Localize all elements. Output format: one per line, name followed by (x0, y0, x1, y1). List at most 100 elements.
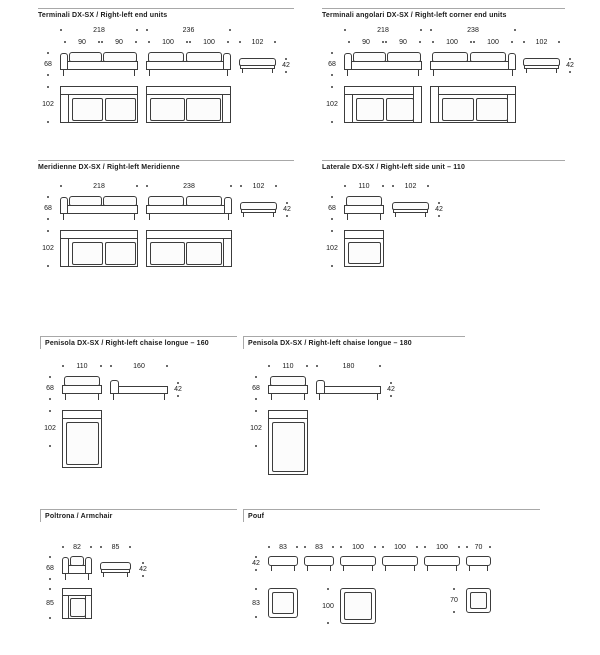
meridienne-front-view (146, 196, 232, 220)
seat-base (146, 205, 232, 214)
chaise-plan-view (62, 410, 102, 468)
dim-plan-depth: 102 (326, 230, 338, 267)
dim-overall-width-b: 238 (146, 182, 232, 190)
armrest-strip (61, 239, 69, 266)
side-unit-front-view (344, 196, 384, 220)
seat-base (393, 209, 428, 213)
section-rule (38, 160, 294, 161)
armrest (508, 53, 516, 70)
seat-cushion-plan (442, 98, 474, 121)
section-rule (243, 509, 540, 510)
seat-cushion-plan (386, 98, 414, 121)
seat-cushion-plan (272, 422, 305, 472)
section-tick (40, 336, 41, 349)
backrest (316, 380, 325, 394)
corner-backrest-strip (431, 87, 439, 122)
dim-depth: 102 (392, 182, 429, 190)
dim-seat-width: 100 (432, 38, 472, 46)
chaise-front-view (268, 376, 308, 400)
seat-base (241, 209, 276, 213)
meridienne-plan-view (60, 230, 138, 267)
seat-side-view (523, 58, 560, 73)
back-cushion (103, 52, 137, 62)
dim-height: 68 (44, 376, 56, 400)
leg (134, 70, 135, 76)
armrest-strip (223, 239, 231, 266)
leg (149, 70, 150, 76)
leg (127, 573, 128, 577)
back-cushion (470, 52, 506, 62)
pouf-body (382, 556, 418, 566)
dim-width: 110 (268, 362, 308, 370)
sofa-plan-view (146, 86, 231, 123)
back-cushion (270, 376, 306, 386)
seat-cushion-plan (186, 242, 222, 265)
dim-width: 110 (344, 182, 384, 190)
seat-base (60, 61, 138, 70)
leg (395, 213, 396, 217)
dim-height: 68 (42, 196, 54, 220)
chaise-plan-view (268, 410, 308, 475)
leg (556, 69, 557, 73)
dim-overall-width-b: 236 (146, 26, 231, 34)
dim-depth: 85 (100, 543, 131, 551)
back-cushion (353, 52, 386, 62)
backrest-strip (61, 87, 137, 95)
dim-height: 68 (250, 376, 262, 400)
backrest-strip (147, 231, 231, 239)
leg (418, 70, 419, 76)
section-tick (243, 336, 244, 349)
pouf-body (340, 556, 376, 566)
seat-base (146, 61, 231, 70)
back-cushion (64, 376, 100, 386)
seat-base (344, 205, 384, 214)
dim-length: 160 (110, 362, 168, 370)
pouf-body (304, 556, 334, 566)
pouf-top-plan (272, 592, 294, 614)
side-unit-plan-view (344, 230, 384, 267)
backrest-strip (61, 231, 137, 239)
dim-overall-width-a: 218 (60, 182, 138, 190)
section-title-laterale: Laterale DX-SX / Right-left side unit – … (322, 164, 465, 171)
leg (134, 214, 135, 220)
seat-cushion-plan (356, 98, 384, 121)
dim-seat-height: 42 (281, 202, 293, 217)
leg (88, 574, 89, 580)
corner-backrest-strip (413, 87, 421, 122)
leg (113, 394, 114, 400)
back-cushion (387, 52, 421, 62)
section-rule (40, 509, 237, 510)
seat-cushion-plan (186, 98, 221, 121)
chaise-front-view (62, 376, 102, 400)
leg (243, 213, 244, 217)
seat-base (101, 569, 130, 573)
backrest-strip (345, 231, 383, 239)
dim-depth: 102 (523, 38, 560, 46)
section-title-poltrona: Poltrona / Armchair (45, 513, 113, 520)
dim-overall-width-a: 218 (60, 26, 138, 34)
armchair-plan-view (62, 588, 92, 619)
leg (272, 69, 273, 73)
leg (319, 394, 320, 400)
leg (469, 566, 470, 571)
dim-pouf-width-6: 70 (466, 543, 491, 551)
leg (347, 214, 348, 220)
back-cushion (148, 196, 184, 206)
section-rule (322, 8, 565, 9)
dim-height: 68 (42, 52, 54, 76)
leg (487, 566, 488, 571)
leg (380, 214, 381, 220)
back-cushion (186, 196, 222, 206)
dim-pouf-width-1: 83 (268, 543, 298, 551)
dim-plan-depth: 102 (326, 86, 338, 123)
seat-cushion-plan (476, 98, 508, 121)
chaise-side-view (110, 380, 168, 400)
section-title-penisola-160: Penisola DX-SX / Right-left chaise longu… (45, 340, 209, 347)
seat-cushion-plan (348, 242, 381, 264)
dim-seat-height: 42 (172, 382, 184, 397)
leg (228, 214, 229, 220)
dim-seat-width: 100 (473, 38, 513, 46)
section-title-pouf: Pouf (248, 513, 265, 520)
dim-depth: 102 (240, 182, 277, 190)
